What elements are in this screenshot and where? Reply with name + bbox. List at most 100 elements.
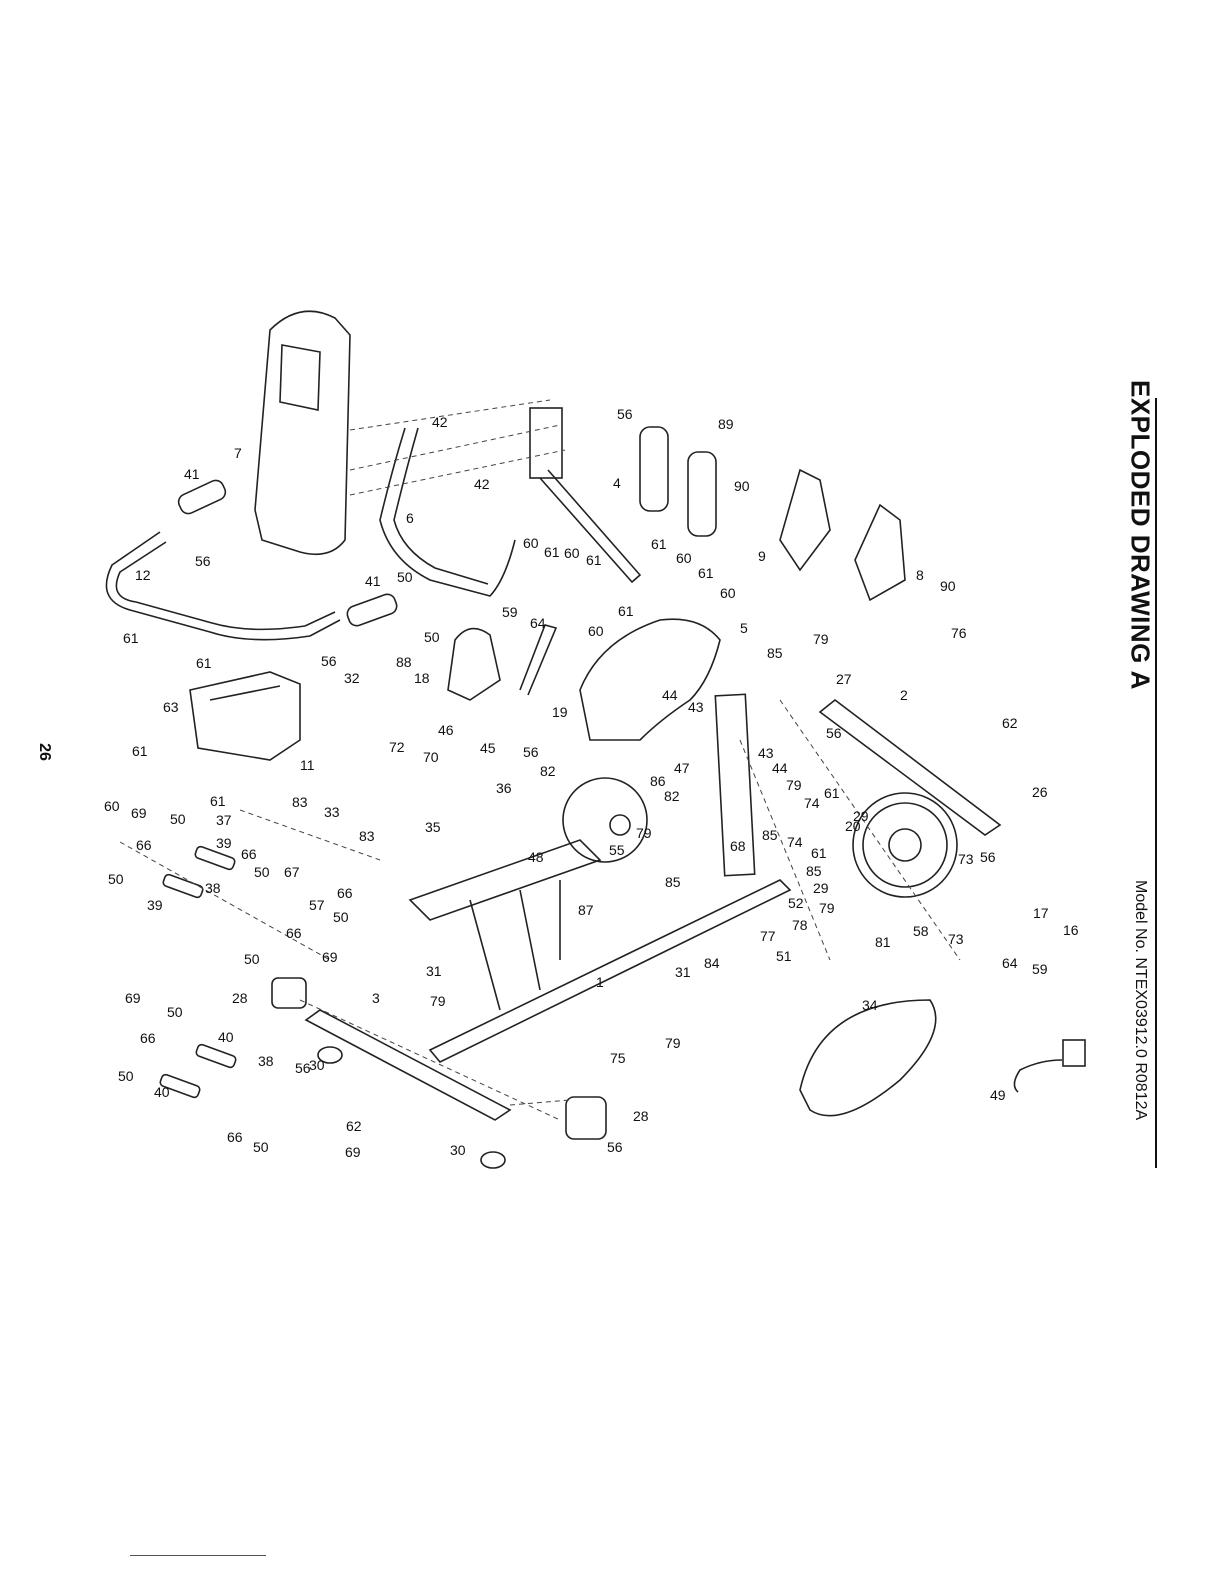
callout-76: 76 [951,625,967,641]
callout-35: 35 [425,819,441,835]
callout-7: 7 [234,445,242,461]
callout-50g: 50 [424,629,440,645]
callout-59a: 59 [502,604,518,620]
callout-85c: 85 [806,863,822,879]
callout-60a: 60 [523,535,539,551]
callout-66c: 66 [337,885,353,901]
callout-39b: 39 [147,897,163,913]
callout-62a: 62 [1002,715,1018,731]
callout-84: 84 [704,955,720,971]
callout-61i: 61 [210,793,226,809]
callout-17: 17 [1033,905,1049,921]
callout-60b: 60 [564,545,580,561]
callout-33: 33 [324,804,340,820]
callout-70: 70 [423,749,439,765]
callout-9: 9 [758,548,766,564]
callout-40a: 40 [218,1029,234,1045]
callout-75: 75 [610,1050,626,1066]
callout-44b: 44 [772,760,788,776]
callout-36: 36 [496,780,512,796]
callout-42b: 42 [474,476,490,492]
part-shroud [579,618,721,741]
callout-38a: 38 [205,880,221,896]
callout-79e: 79 [430,993,446,1009]
callout-74b: 74 [787,834,803,850]
callout-61d: 61 [698,565,714,581]
footer-link-rule [130,1555,266,1556]
callout-3: 3 [372,990,380,1006]
callout-61a: 61 [544,544,560,560]
callout-60d: 60 [720,585,736,601]
callout-60c: 60 [676,550,692,566]
callout-32: 32 [344,670,360,686]
callout-64b: 64 [1002,955,1018,971]
callout-50i: 50 [118,1068,134,1084]
callout-43b: 43 [758,745,774,761]
callout-20: 20 [845,818,861,834]
callout-61j: 61 [824,785,840,801]
callout-30b: 30 [450,1142,466,1158]
callout-50f: 50 [397,569,413,585]
callout-56h: 56 [607,1139,623,1155]
callout-45: 45 [480,740,496,756]
callout-60e: 60 [588,623,604,639]
callout-79f: 79 [665,1035,681,1051]
part-handlebar [105,531,341,641]
callout-1: 1 [596,974,604,990]
callout-56d: 56 [523,744,539,760]
callout-78: 78 [792,917,808,933]
callout-79d: 79 [819,900,835,916]
callout-41a: 41 [184,466,200,482]
callout-37: 37 [216,812,232,828]
callout-4: 4 [613,475,621,491]
callout-6: 6 [406,510,414,526]
part-seat-back [254,310,351,556]
callout-56c: 56 [321,653,337,669]
callout-81: 81 [875,934,891,950]
callout-61f: 61 [123,630,139,646]
callout-87: 87 [578,902,594,918]
callout-61k: 61 [811,845,827,861]
callout-83a: 83 [292,794,308,810]
callout-62b: 62 [346,1118,362,1134]
callout-30a: 30 [309,1057,325,1073]
callout-57: 57 [309,897,325,913]
callout-90b: 90 [940,578,956,594]
callout-29a: 29 [853,808,869,824]
part-belt [799,999,937,1117]
callout-18: 18 [414,670,430,686]
callout-66d: 66 [286,925,302,941]
callout-66a: 66 [136,837,152,853]
callout-79b: 79 [786,777,802,793]
callout-73a: 73 [958,851,974,867]
callout-85b: 85 [762,827,778,843]
header-rule [1155,398,1157,1168]
callout-42a: 42 [432,414,448,430]
callout-85d: 85 [665,874,681,890]
callout-49: 49 [990,1087,1006,1103]
callout-89: 89 [718,416,734,432]
callout-26: 26 [1032,784,1048,800]
callout-85a: 85 [767,645,783,661]
callout-48: 48 [528,849,544,865]
part-rear-stabilizer [818,698,1002,836]
callout-69d: 69 [345,1144,361,1160]
callout-47: 47 [674,760,690,776]
callout-59b: 59 [1032,961,1048,977]
callout-12: 12 [135,567,151,583]
callout-39a: 39 [216,835,232,851]
callout-83b: 83 [359,828,375,844]
callout-79c: 79 [636,825,652,841]
callout-69b: 69 [322,949,338,965]
callout-79a: 79 [813,631,829,647]
callout-60f: 60 [104,798,120,814]
callout-56b: 56 [195,553,211,569]
callout-5: 5 [740,620,748,636]
callout-50a: 50 [170,811,186,827]
callout-73b: 73 [948,931,964,947]
callout-27: 27 [836,671,852,687]
callout-43a: 43 [688,699,704,715]
callout-90a: 90 [734,478,750,494]
callout-56g: 56 [295,1060,311,1076]
